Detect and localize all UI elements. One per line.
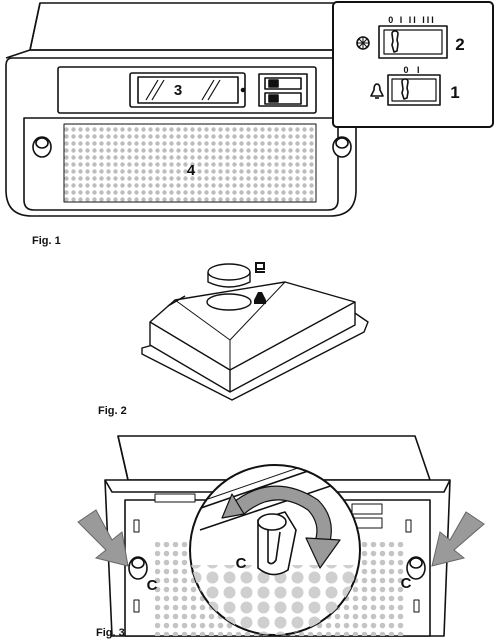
clip-label-left: C xyxy=(147,577,158,594)
speed-switch-scale: 0 I II III xyxy=(388,15,436,25)
figure-2 xyxy=(142,264,368,400)
fan-icon xyxy=(357,37,369,49)
exhaust-symbol-icon xyxy=(255,262,265,273)
figure-1-caption: Fig. 1 xyxy=(32,235,61,247)
figure-3 xyxy=(105,436,450,641)
callout-grille: 4 xyxy=(187,162,196,179)
callout-speed-switch: 2 xyxy=(455,35,464,54)
clip-label-right: C xyxy=(401,575,412,592)
clip-label-center: C xyxy=(236,555,247,572)
figure-2-caption: Fig. 2 xyxy=(98,405,127,417)
callout-light-switch: 1 xyxy=(450,83,459,102)
figure-3-caption: Fig. 3 xyxy=(96,627,125,639)
callout-light-panel: 3 xyxy=(174,82,182,99)
figure-1 xyxy=(6,2,493,216)
light-switch-scale: 0 I xyxy=(403,65,422,75)
